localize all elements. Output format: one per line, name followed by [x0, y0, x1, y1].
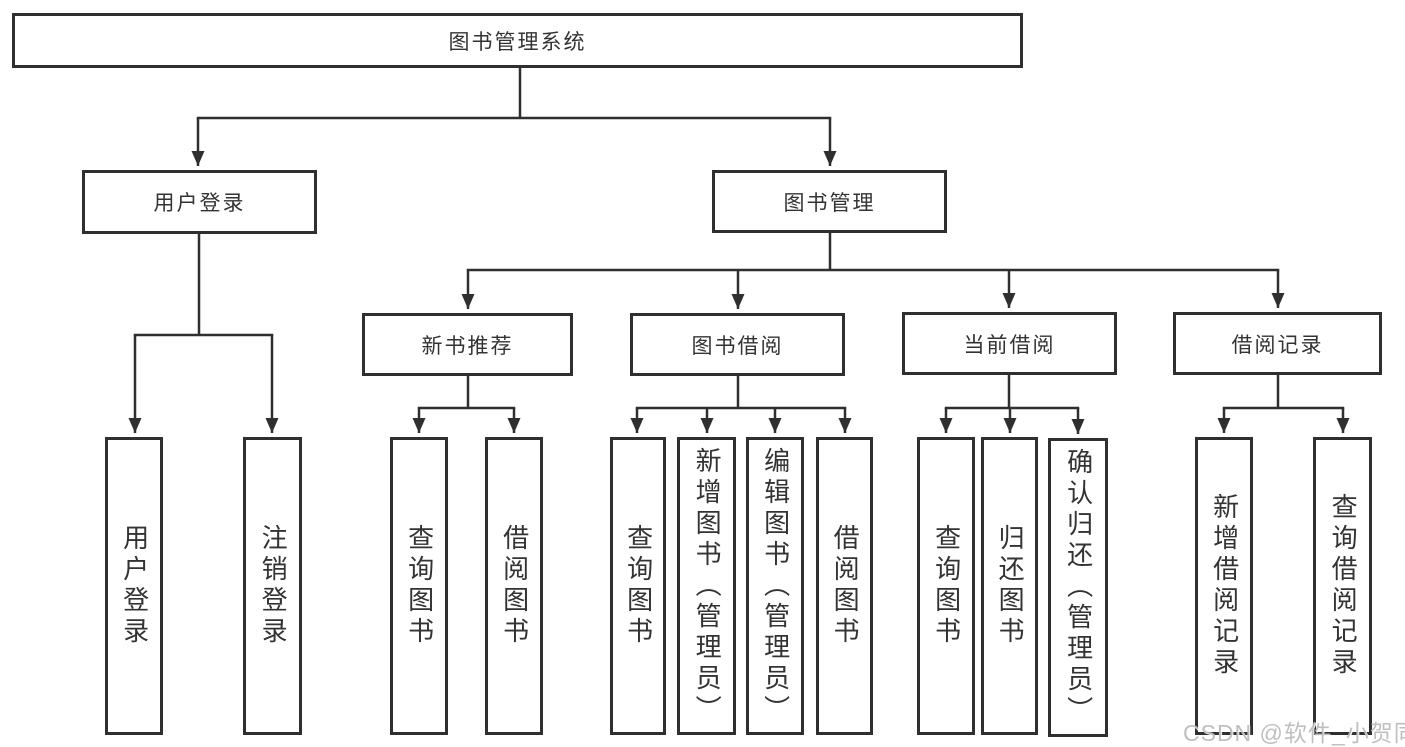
- leaf-current-query-books-label: 查询图书: [931, 524, 962, 648]
- leaf-user-login: 用户登录: [105, 437, 163, 735]
- leaf-logout-label: 注销登录: [258, 524, 289, 648]
- leaf-current-confirm-return-admin-label: 确认归还（管理员）: [1063, 448, 1094, 727]
- node-borrow-records: 借阅记录: [1173, 312, 1382, 375]
- leaf-logout: 注销登录: [243, 437, 302, 735]
- node-new-book-recommend: 新书推荐: [362, 313, 573, 376]
- leaf-user-login-label: 用户登录: [119, 524, 150, 648]
- leaf-current-return-books: 归还图书: [981, 437, 1038, 735]
- leaf-recommend-query-books: 查询图书: [390, 437, 448, 735]
- leaf-recommend-query-books-label: 查询图书: [404, 524, 435, 648]
- node-root: 图书管理系统: [12, 13, 1023, 68]
- leaf-recommend-borrow-books-label: 借阅图书: [499, 524, 530, 648]
- leaf-borrow-edit-books-admin: 编辑图书（管理员）: [746, 437, 804, 735]
- leaf-borrow-edit-books-admin-label: 编辑图书（管理员）: [760, 446, 791, 726]
- leaf-recommend-borrow-books: 借阅图书: [485, 437, 543, 735]
- node-new-book-recommend-label: 新书推荐: [421, 334, 514, 358]
- node-current-borrow-label: 当前借阅: [963, 333, 1056, 357]
- node-current-borrow: 当前借阅: [902, 312, 1117, 375]
- csdn-watermark: CSDN @软件_小贺同学: [1183, 720, 1405, 746]
- leaf-records-add-record: 新增借阅记录: [1195, 437, 1253, 735]
- leaf-borrow-borrow-books: 借阅图书: [816, 437, 873, 735]
- node-book-management-label: 图书管理: [783, 191, 876, 215]
- node-book-borrow: 图书借阅: [630, 313, 845, 376]
- node-root-label: 图书管理系统: [448, 30, 587, 54]
- leaf-borrow-add-books-admin-label: 新增图书（管理员）: [692, 446, 723, 726]
- leaf-borrow-query-books-label: 查询图书: [623, 524, 654, 648]
- node-user-login-label: 用户登录: [153, 192, 246, 215]
- leaf-current-return-books-label: 归还图书: [995, 524, 1026, 648]
- leaf-current-confirm-return-admin: 确认归还（管理员）: [1048, 438, 1108, 737]
- leaf-records-query-record-label: 查询借阅记录: [1328, 493, 1359, 679]
- node-book-management: 图书管理: [712, 170, 947, 233]
- leaf-current-query-books: 查询图书: [917, 437, 975, 735]
- leaf-records-query-record: 查询借阅记录: [1313, 437, 1372, 735]
- leaf-borrow-borrow-books-label: 借阅图书: [830, 524, 861, 648]
- node-book-borrow-label: 图书借阅: [691, 334, 784, 358]
- leaf-borrow-add-books-admin: 新增图书（管理员）: [677, 437, 736, 735]
- leaf-records-add-record-label: 新增借阅记录: [1209, 493, 1240, 679]
- node-user-login: 用户登录: [82, 170, 317, 234]
- node-borrow-records-label: 借阅记录: [1231, 333, 1324, 357]
- leaf-borrow-query-books: 查询图书: [610, 437, 666, 735]
